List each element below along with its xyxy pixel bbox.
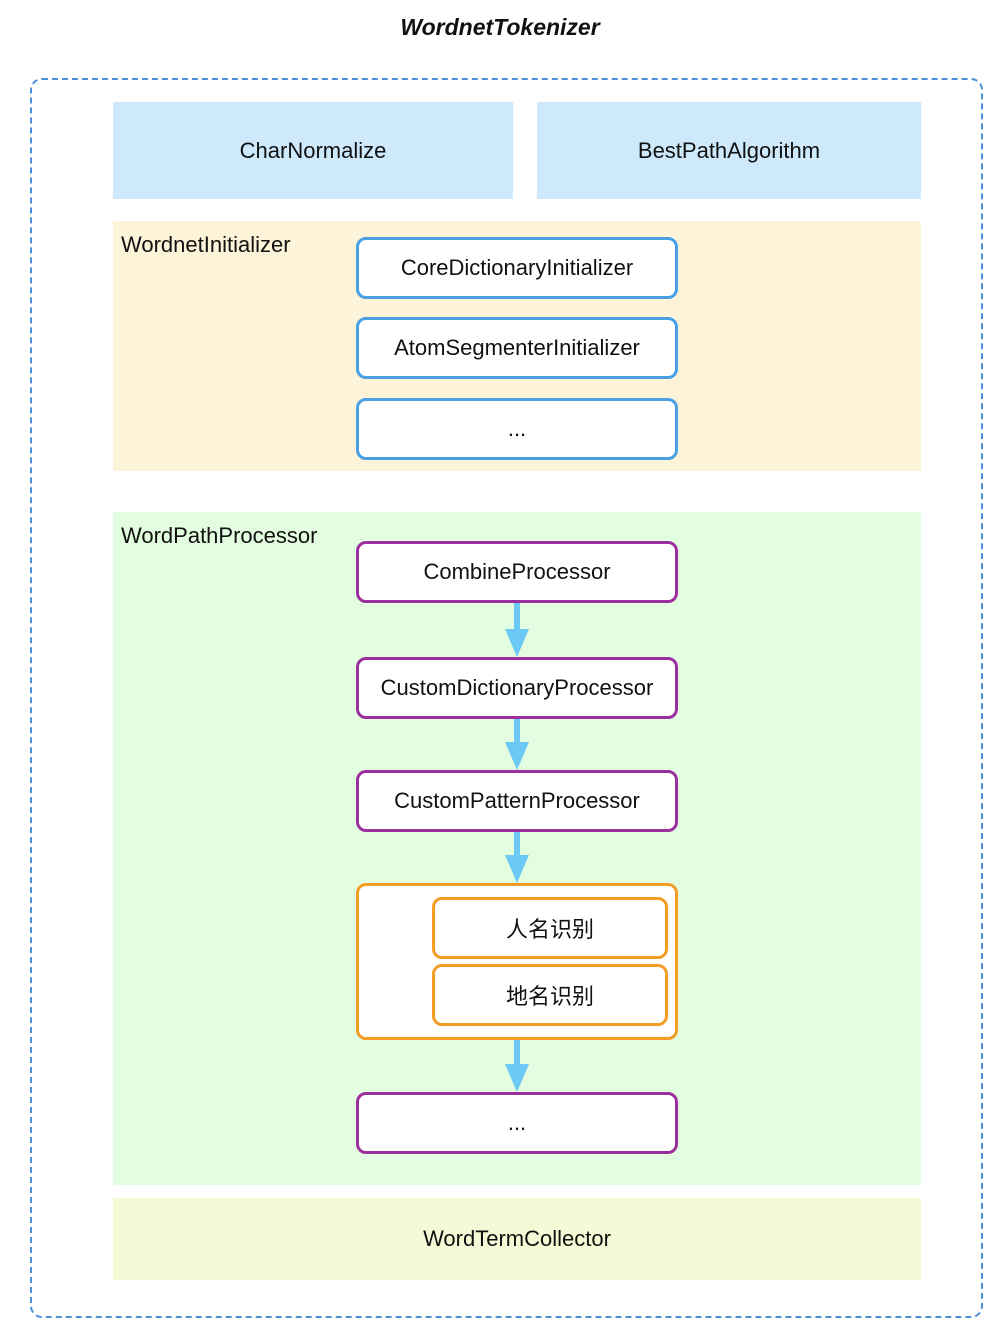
word-term-collector-panel: WordTermCollector: [113, 1198, 921, 1280]
processor-box-label: CustomDictionaryProcessor: [380, 675, 654, 700]
processor-box-combine: CombineProcessor: [356, 541, 678, 603]
initializer-box-core-dictionary: CoreDictionaryInitializer: [356, 237, 678, 299]
group-box-label: 人名识别: [505, 917, 594, 942]
initializer-box-label: CoreDictionaryInitializer: [400, 255, 634, 280]
processor-box-custom-dictionary: CustomDictionaryProcessor: [356, 657, 678, 719]
wordnet-initializer-label: WordnetInitializer: [121, 232, 291, 257]
word-path-processor-label: WordPathProcessor: [121, 523, 318, 548]
initializer-box-label: AtomSegmenterInitializer: [394, 335, 640, 360]
group-box-person-name: 人名识别: [432, 897, 668, 959]
best-path-algorithm-label: BestPathAlgorithm: [637, 137, 821, 163]
processor-box-custom-pattern: CustomPatternProcessor: [356, 770, 678, 832]
initializer-box-more: ...: [356, 398, 678, 460]
diagram-title: WordnetTokenizer: [400, 14, 600, 40]
char-normalize-panel: CharNormalize: [113, 102, 513, 199]
group-box-label: 地名识别: [505, 984, 594, 1009]
char-normalize-label: CharNormalize: [239, 137, 387, 163]
processor-box-label: ...: [507, 1110, 527, 1135]
processor-box-more: ...: [356, 1092, 678, 1154]
processor-box-label: CustomPatternProcessor: [394, 788, 640, 813]
tokenizer-container: [30, 78, 983, 1318]
word-term-collector-label: WordTermCollector: [423, 1226, 611, 1251]
flow-arrow-3: [505, 832, 529, 883]
flow-arrow-2: [505, 719, 529, 770]
best-path-algorithm-panel: BestPathAlgorithm: [537, 102, 921, 199]
flow-arrow-4: [505, 1040, 529, 1092]
processor-box-label: CombineProcessor: [423, 559, 611, 584]
initializer-box-label: ...: [507, 416, 527, 441]
group-box-place-name: 地名识别: [432, 964, 668, 1026]
initializer-box-atom-segmenter: AtomSegmenterInitializer: [356, 317, 678, 379]
flow-arrow-1: [505, 603, 529, 657]
